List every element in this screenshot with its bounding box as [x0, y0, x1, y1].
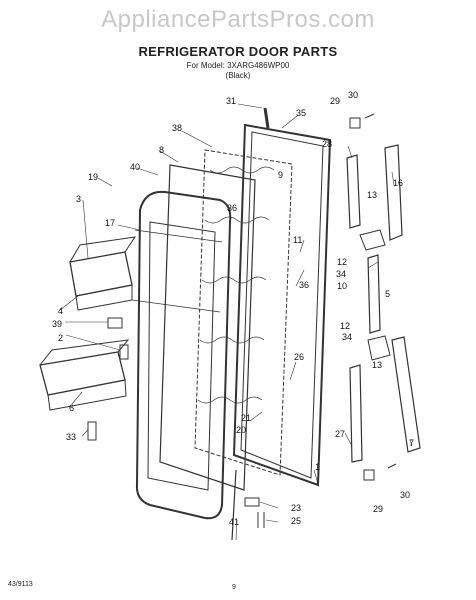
footer-code: 43/9113: [8, 581, 33, 588]
model-subtitle: For Model: 3XARG486WP00 (Black): [0, 61, 476, 81]
callout-2: 2: [58, 333, 63, 343]
callout-4: 4: [58, 306, 63, 316]
callout-labels: 3135293038288940161936133171112341053643…: [52, 90, 414, 527]
callout-20: 20: [236, 425, 246, 435]
callout-8: 8: [159, 145, 164, 155]
door-liner: [159, 164, 256, 491]
callout-28: 28: [322, 139, 332, 149]
callout-10: 10: [337, 281, 347, 291]
hinge-plate-23: [244, 497, 260, 507]
callout-27: 27: [335, 429, 345, 439]
handle-bar-upper: [346, 154, 361, 229]
door-shelf-bin-upper: [69, 236, 137, 311]
door-stop-31: [263, 107, 270, 129]
callout-34: 34: [336, 269, 346, 279]
callout-1: 1: [315, 462, 320, 472]
callout-26: 26: [294, 352, 304, 362]
handle-strip-lower: [391, 336, 421, 453]
callout-11: 11: [293, 235, 302, 245]
inner-door-liner: [131, 190, 232, 520]
callout-39: 39: [52, 319, 62, 329]
callout-30: 30: [348, 90, 358, 100]
callout-21: 21: [241, 413, 251, 423]
screws-25: [257, 512, 265, 528]
callout-3: 3: [76, 194, 81, 204]
leader-lines: [59, 103, 413, 541]
callout-12: 12: [340, 321, 350, 331]
callout-41: 41: [229, 517, 239, 527]
insulation-panel: [194, 149, 293, 476]
callout-29: 29: [373, 504, 383, 514]
color-line: (Black): [225, 71, 251, 80]
bracket-39: [107, 317, 123, 329]
callout-6: 6: [69, 403, 74, 413]
callout-16: 16: [393, 178, 403, 188]
callout-13: 13: [367, 190, 377, 200]
bracket-2: [119, 344, 129, 360]
outer-door-panel: [232, 123, 332, 487]
screw-30-bottom: [387, 463, 397, 469]
callout-7: 7: [409, 438, 414, 448]
callout-23: 23: [291, 503, 301, 513]
bracket-33: [87, 421, 97, 441]
handle-bar-middle: [367, 254, 381, 334]
hinge-upper: [359, 229, 386, 251]
watermark-text: AppliancePartsPros.com: [101, 6, 375, 33]
handle-bar-lower: [349, 364, 363, 463]
clip-29-top: [349, 117, 361, 129]
gasket-strip: [231, 469, 237, 541]
callout-25: 25: [291, 516, 301, 526]
model-line: For Model: 3XARG486WP00: [186, 61, 290, 70]
callout-40: 40: [130, 162, 140, 172]
clip-29-bottom: [363, 469, 375, 481]
handle-strip-upper: [384, 144, 403, 241]
callout-29: 29: [330, 96, 340, 106]
diagram-title: REFRIGERATOR DOOR PARTS: [138, 44, 338, 59]
callout-38: 38: [172, 123, 182, 133]
door-shelf-bin-lower: [39, 339, 130, 411]
screw-30-top: [364, 113, 375, 119]
callout-9: 9: [278, 170, 283, 180]
callout-19: 19: [88, 172, 98, 182]
callout-36: 36: [299, 280, 309, 290]
callout-33: 33: [66, 432, 76, 442]
callout-31: 31: [226, 96, 236, 106]
callout-13: 13: [372, 360, 382, 370]
callout-34: 34: [342, 332, 352, 342]
callout-12: 12: [337, 257, 347, 267]
callout-30: 30: [400, 490, 410, 500]
hinge-lower: [367, 335, 391, 361]
callout-5: 5: [385, 289, 390, 299]
callout-35: 35: [296, 108, 306, 118]
callout-17: 17: [105, 218, 115, 228]
page-number: 9: [232, 584, 236, 591]
callout-36: 36: [227, 203, 237, 213]
